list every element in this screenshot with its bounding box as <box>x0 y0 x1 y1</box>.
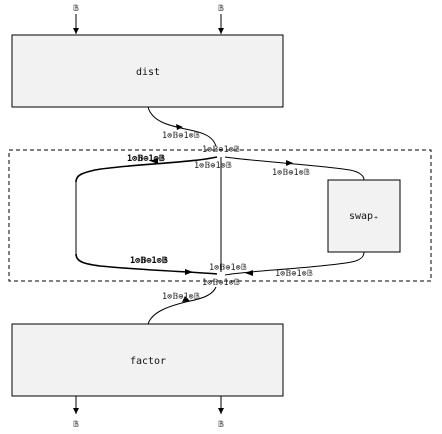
output-arrow-left <box>73 408 79 414</box>
factor-input-arrow <box>182 296 190 302</box>
top-right-branch-arrow <box>286 160 293 166</box>
bottom-center-branch-label: 1⊗𝔹⊕1⊗𝔹 <box>209 263 247 273</box>
after-dist-label: 1⊗𝔹⊕1⊗𝔹 <box>162 131 200 141</box>
input-label-left: 𝔹 <box>73 4 79 14</box>
swap-box <box>327 179 401 253</box>
dist-output-wire <box>147 106 217 147</box>
top-left-branch-label: 1⊗𝔹⊕1⊗𝔹 <box>127 154 166 164</box>
output-label-left: 𝔹 <box>73 420 79 430</box>
bottom-left-branch-arrow <box>185 269 193 275</box>
top-right-branch-label: 1⊗𝔹⊕1⊗𝔹 <box>272 168 310 178</box>
top-center-branch-label: 1⊗𝔹⊕1⊗𝔹 <box>194 161 232 171</box>
bottom-junction-label: 1⊗𝔹⊕1⊗𝔹 <box>202 278 240 288</box>
input-arrow-right <box>218 28 224 34</box>
top-left-branch-wire <box>75 156 218 183</box>
bottom-left-branch-wire <box>75 253 218 275</box>
factor-box <box>11 323 284 397</box>
output-label-right: 𝔹 <box>218 420 224 430</box>
before-factor-label: 1⊗𝔹⊕1⊗𝔹 <box>162 292 200 302</box>
bottom-left-branch-label: 1⊗𝔹⊕1⊗𝔹 <box>130 256 169 266</box>
input-label-right: 𝔹 <box>218 4 224 14</box>
dist-label: dist <box>136 67 160 78</box>
dist-box <box>11 34 284 108</box>
dashed-enclosure <box>8 149 432 282</box>
factor-label: factor <box>130 356 166 367</box>
swap-label: swap₊ <box>349 211 379 222</box>
bottom-right-branch-arrow <box>245 270 253 276</box>
bottom-right-branch-label: 1⊗𝔹⊕1⊗𝔹 <box>275 269 313 279</box>
output-arrow-right <box>218 408 224 414</box>
bottom-right-branch-wire <box>224 251 365 276</box>
input-arrow-left <box>73 28 79 34</box>
top-left-branch-arrow <box>150 158 158 164</box>
top-right-branch-wire <box>224 156 365 181</box>
top-junction-label: 1⊗𝔹⊕1⊗𝔹 <box>202 145 240 155</box>
dist-output-arrow <box>176 124 183 130</box>
